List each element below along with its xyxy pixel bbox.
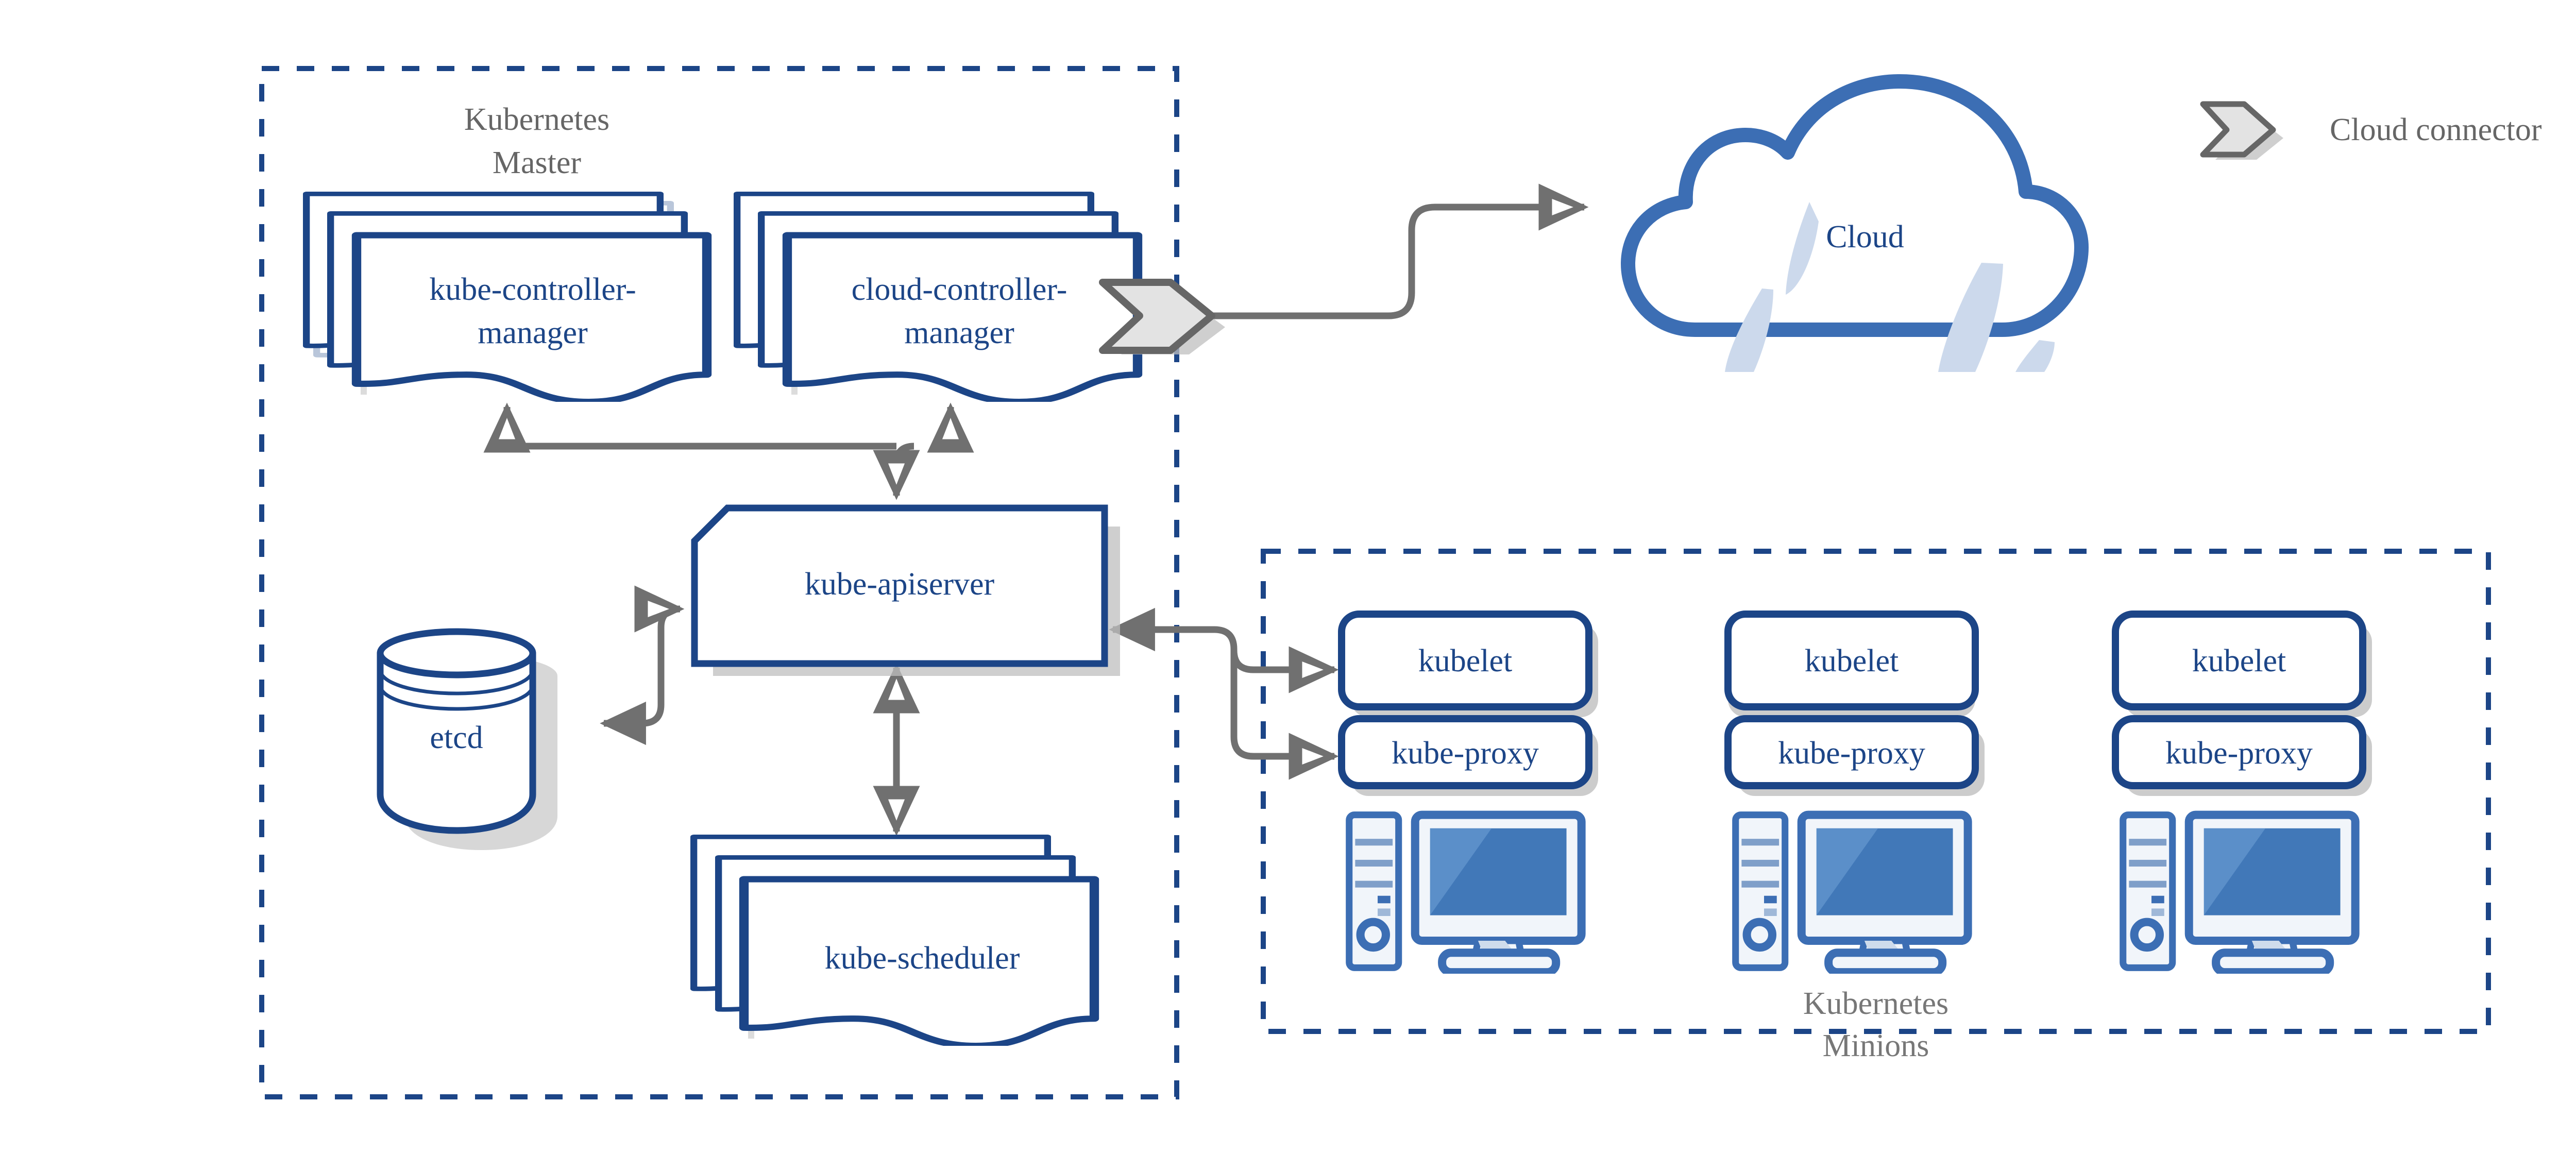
kube-apiserver-label: kube-apiserver: [805, 567, 995, 602]
kubeproxy-1-label: kube-proxy: [1392, 736, 1539, 771]
apiserver-body: [691, 504, 1108, 667]
master-group-label-line1: Kubernetes: [464, 102, 609, 137]
cloud-highlights: [1725, 202, 2055, 372]
line-apiserver-etcd: [600, 585, 685, 745]
etcd-label: etcd: [430, 720, 483, 755]
etcd-cylinder-body: [377, 650, 536, 834]
minions-group-label-line2: Minions: [1823, 1028, 1929, 1063]
etcd-ring-1: [378, 669, 535, 696]
minion-1-kubelet[interactable]: kubelet: [1338, 611, 1598, 717]
etcd-ring-2: [378, 685, 535, 711]
minion-3-kubelet[interactable]: kubelet: [2112, 611, 2372, 717]
cloud-connector-chevron-icon[interactable]: [1099, 279, 1225, 354]
line-to-kube-controller-manager: [483, 402, 896, 453]
kubelet-2-label: kubelet: [1805, 643, 1899, 679]
cloud-label: Cloud: [1826, 219, 1904, 255]
kubernetes-master-group: Kubernetes Master: [259, 66, 1179, 1099]
kubeproxy-2-label: kube-proxy: [1778, 736, 1925, 771]
line-ccm-to-cloud: [1211, 183, 1589, 319]
etcd-node[interactable]: etcd: [377, 628, 557, 850]
minion-1-kube-proxy[interactable]: kube-proxy: [1338, 715, 1598, 796]
minions-dashed-border: [1261, 549, 2491, 1034]
cloud-controller-manager-label-line1: cloud-controller-: [852, 272, 1067, 307]
kubelet-3-box: [2112, 611, 2366, 710]
master-group-label-line2: Master: [493, 145, 582, 180]
cloud-node[interactable]: Cloud: [1621, 74, 2089, 372]
kube-apiserver-node[interactable]: kube-apiserver: [691, 504, 1120, 676]
kubeproxy-2-box: [1724, 715, 1979, 789]
kubeproxy-1-box: [1338, 715, 1592, 789]
minion-2-kube-proxy[interactable]: kube-proxy: [1724, 715, 1985, 796]
line-to-cloud-controller-manager: [927, 402, 974, 453]
kube-controller-manager-node[interactable]: kube-controller- manager: [307, 194, 707, 402]
computer-icon-1: [1349, 815, 1582, 972]
cloud-outline: [1621, 74, 2089, 337]
minion-2: kubelet kube-proxy: [1724, 611, 1985, 972]
kubelet-2-box: [1724, 611, 1979, 710]
minion-3-kube-proxy[interactable]: kube-proxy: [2112, 715, 2372, 796]
kubeproxy-3-label: kube-proxy: [2165, 736, 2313, 771]
kube-controller-manager-label-line1: kube-controller-: [429, 272, 636, 307]
cloud-controller-manager-label-line2: manager: [904, 315, 1014, 350]
minions-group-label-line1: Kubernetes: [1803, 986, 1948, 1021]
kube-scheduler-label: kube-scheduler: [825, 941, 1020, 976]
connector-lines: [483, 183, 1589, 836]
legend-cloud-connector-icon: [2200, 101, 2276, 158]
kubernetes-minions-group: Kubernetes Minions: [1261, 549, 2491, 1063]
legend-cloud-connector: Cloud connector: [2200, 101, 2542, 160]
kubelet-3-label: kubelet: [2192, 643, 2286, 679]
computer-icon-3: [2123, 815, 2355, 972]
etcd-cylinder-top: [377, 628, 536, 679]
line-fork-to-kube-proxy: [1230, 650, 1339, 780]
kube-controller-manager-label-line2: manager: [478, 315, 588, 350]
master-dashed-border: [259, 66, 1179, 1099]
minion-2-kubelet[interactable]: kubelet: [1724, 611, 1979, 717]
kube-scheduler-node[interactable]: kube-scheduler: [694, 837, 1094, 1046]
kubelet-1-box: [1338, 611, 1592, 710]
cloud-controller-manager-node[interactable]: cloud-controller- manager: [737, 194, 1138, 402]
legend-cloud-connector-label: Cloud connector: [2330, 112, 2542, 147]
computer-icon-2: [1736, 815, 1968, 972]
kubeproxy-3-box: [2112, 715, 2366, 789]
minion-1: kubelet kube-proxy: [1338, 611, 1598, 972]
kubelet-1-label: kubelet: [1418, 643, 1513, 679]
minion-3: kubelet kube-proxy: [2112, 611, 2372, 972]
chevron-body: [1099, 279, 1215, 354]
